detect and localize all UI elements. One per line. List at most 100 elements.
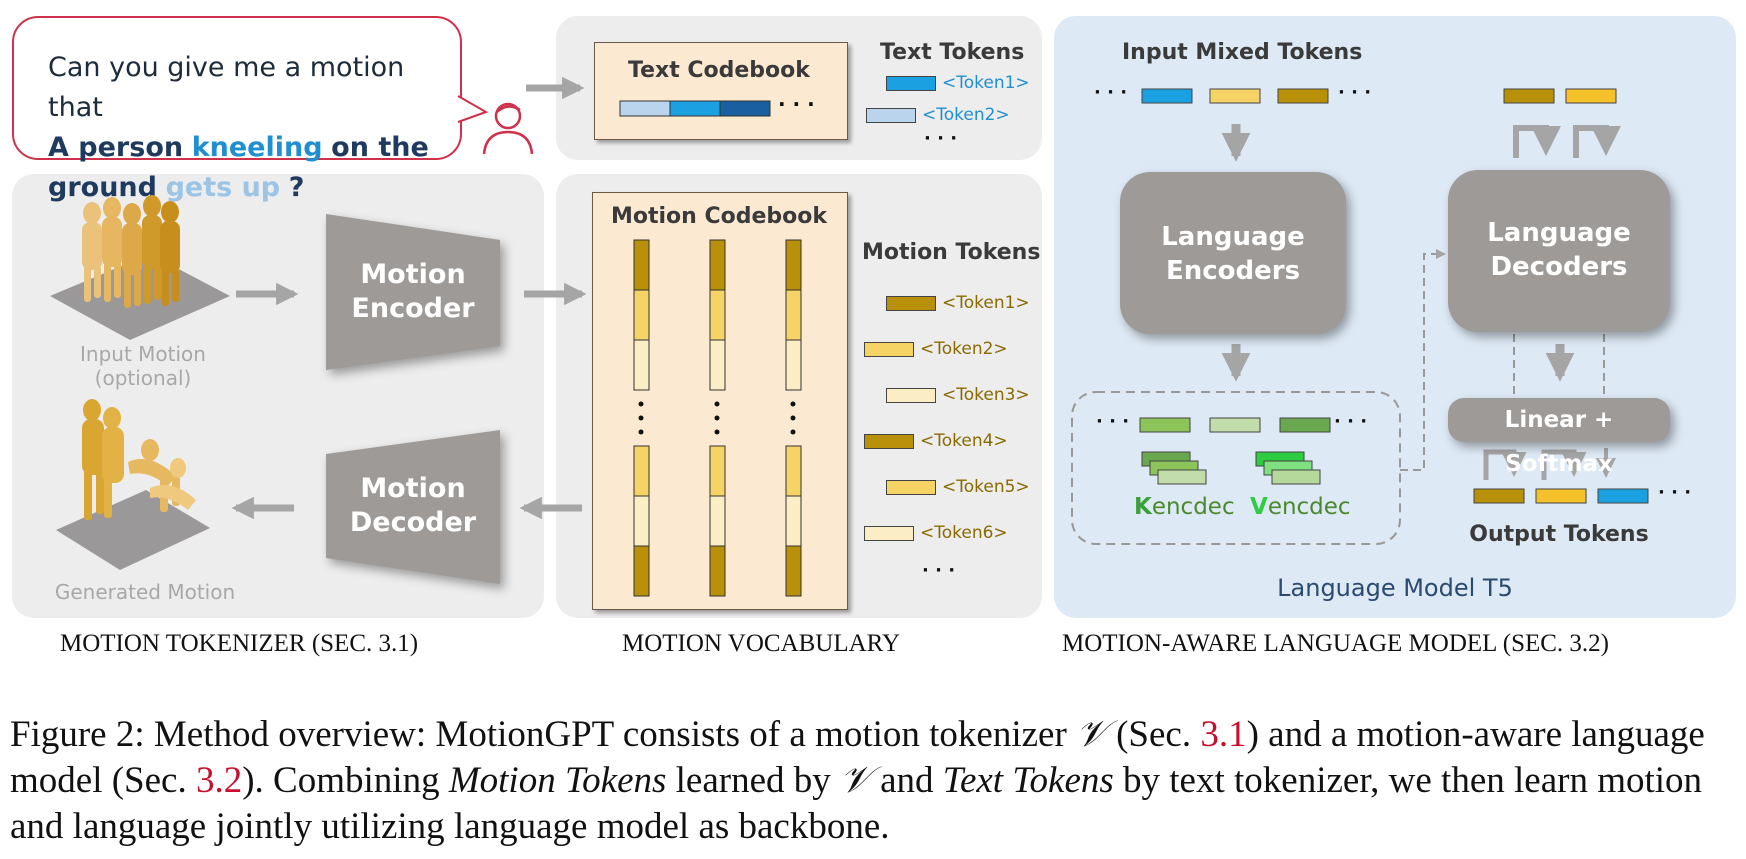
k-rest: encdec: [1151, 494, 1235, 520]
generated-motion-label: Generated Motion: [54, 580, 236, 604]
k-stack-icon: [1141, 451, 1207, 485]
input-tokens-ellipsis-right: · · ·: [1338, 82, 1372, 103]
caption-symbol-1: 𝒱: [1076, 714, 1107, 755]
prompt-line2: A person kneeling on the: [48, 128, 460, 168]
input-motion-label-2: (optional): [94, 366, 192, 390]
caption-motion-tokens: Motion Tokens: [448, 760, 667, 801]
caption-symbol-2: 𝒱: [840, 760, 871, 801]
motion-encoder-label: Motion Encoder: [326, 258, 500, 326]
v-rest: encdec: [1267, 494, 1351, 520]
decoder-feedback-arrow-2: [1573, 125, 1621, 158]
text-codebook-ellipsis: · · ·: [778, 92, 815, 116]
kv-tokens-ellipsis-left: · · ·: [1096, 411, 1130, 432]
prompt-bubble: Can you give me a motion that A person k…: [12, 16, 462, 203]
output-loop-2: [1541, 449, 1587, 480]
prompt-line3: ground gets up ?: [48, 168, 460, 208]
kv-dashed-box: [1071, 391, 1401, 545]
caption-text-tokens: Text Tokens: [942, 760, 1114, 801]
motion-decoder-block: [326, 430, 500, 584]
text-token1-label: <Token1>: [942, 73, 1030, 93]
language-model-name: Language Model T5: [1277, 574, 1513, 602]
motion-decoder-line1: Motion: [360, 473, 466, 504]
text-tokens-ellipsis: · · ·: [924, 128, 958, 149]
output-tokens-ellipsis: · · ·: [1658, 482, 1692, 503]
text-token1-swatch: [886, 76, 936, 91]
input-mixed-token-bars: [1141, 88, 1329, 104]
language-encoders-line2: Encoders: [1165, 256, 1301, 286]
caption-part4: ). Combining: [242, 760, 449, 801]
text-token2-swatch: [866, 108, 916, 123]
input-motion-label-1: Input Motion: [80, 342, 206, 366]
tokenizer-section-label: MOTION TOKENIZER (SEC. 3.1): [60, 630, 419, 657]
motion-token2-swatch: [864, 342, 914, 357]
k-encdec-label: Kencdec: [1134, 494, 1235, 520]
caption-ref-3-2[interactable]: 3.2: [195, 760, 243, 801]
prompt-on-the: on the: [331, 132, 429, 163]
motion-encoder-line2: Encoder: [351, 293, 475, 324]
prompt-text: Can you give me a motion that A person k…: [48, 48, 460, 208]
user-icon: [482, 102, 534, 155]
motion-token6-label: <Token6>: [920, 523, 1008, 543]
lm-section-label: MOTION-AWARE LANGUAGE MODEL (SEC. 3.2): [1062, 630, 1610, 657]
kv-to-decoder-connector: [1400, 249, 1446, 471]
k-letter: K: [1134, 494, 1152, 520]
caption-ref-3-1[interactable]: 3.1: [1200, 714, 1247, 755]
generated-motion-figure: [56, 399, 210, 570]
motion-token2-label: <Token2>: [920, 339, 1008, 359]
language-decoders-line2: Decoders: [1490, 252, 1628, 282]
text-token2-label: <Token2>: [922, 105, 1010, 125]
caption-part5: learned by: [666, 760, 841, 801]
motion-token5-label: <Token5>: [942, 477, 1030, 497]
motion-codebook-title: Motion Codebook: [610, 204, 828, 229]
prompt-a-person: A person: [48, 132, 184, 163]
prompt-kneeling: kneeling: [191, 132, 323, 163]
motion-token1-label: <Token1>: [942, 293, 1030, 313]
motion-decoder-line2: Decoder: [349, 507, 477, 538]
bubble-tail: [457, 95, 489, 123]
motion-encoder-block: [326, 214, 500, 370]
v-encdec-label: Vencdec: [1250, 494, 1351, 520]
output-token-bars: [1473, 488, 1649, 504]
kv-token-bars: [1139, 417, 1331, 433]
caption-part7: by text tokenizer, we then learn motion …: [10, 760, 1703, 847]
caption-part1: Figure 2: Method overview: MotionGPT con…: [10, 714, 1077, 755]
motion-token3-label: <Token3>: [942, 385, 1030, 405]
motion-token1-swatch: [886, 296, 936, 311]
motion-decoder-label: Motion Decoder: [326, 472, 500, 540]
input-tokens-ellipsis-left: · · ·: [1094, 82, 1128, 103]
prompt-line1: Can you give me a motion that: [48, 52, 405, 123]
caption-part6: and: [870, 760, 943, 801]
text-codebook: [594, 42, 848, 140]
motion-encoder-line1: Motion: [360, 259, 466, 290]
decoder-feedback-arrow-1: [1513, 125, 1561, 158]
decoder-top-token-bars: [1503, 88, 1617, 104]
prompt-ground: ground: [48, 172, 157, 203]
motion-token4-label: <Token4>: [920, 431, 1008, 451]
text-codebook-title: Text Codebook: [628, 58, 810, 83]
motion-codebook: [592, 192, 848, 610]
linear-softmax-block: Linear + Softmax: [1448, 398, 1670, 477]
vocabulary-section-label: MOTION VOCABULARY: [622, 630, 901, 657]
language-encoders-block: Language Encoders: [1120, 172, 1346, 334]
caption-part2: (Sec.: [1106, 714, 1201, 755]
bubble-tail-mask: [455, 98, 460, 120]
language-decoders-block: Language Decoders: [1448, 170, 1670, 332]
figure-caption: Figure 2: Method overview: MotionGPT con…: [10, 712, 1740, 850]
v-stack-icon: [1255, 451, 1321, 485]
text-tokens-title: Text Tokens: [880, 40, 1025, 65]
motion-tokens-ellipsis: · · ·: [922, 560, 956, 581]
input-motion-figure: [50, 195, 230, 340]
motion-token3-swatch: [886, 388, 936, 403]
motion-token4-swatch: [864, 434, 914, 449]
output-tokens-title: Output Tokens: [1469, 522, 1649, 547]
output-loop-1: [1483, 449, 1527, 480]
motion-tokens-title: Motion Tokens: [862, 240, 1041, 265]
motion-token6-swatch: [864, 526, 914, 541]
language-encoders-line1: Language: [1161, 222, 1305, 252]
v-letter: V: [1250, 494, 1268, 520]
kv-tokens-ellipsis-right: · · ·: [1334, 411, 1368, 432]
motion-token5-swatch: [886, 480, 936, 495]
prompt-gets-up: gets up: [165, 172, 281, 203]
language-decoders-line1: Language: [1487, 218, 1631, 248]
input-mixed-tokens-title: Input Mixed Tokens: [1122, 40, 1363, 65]
